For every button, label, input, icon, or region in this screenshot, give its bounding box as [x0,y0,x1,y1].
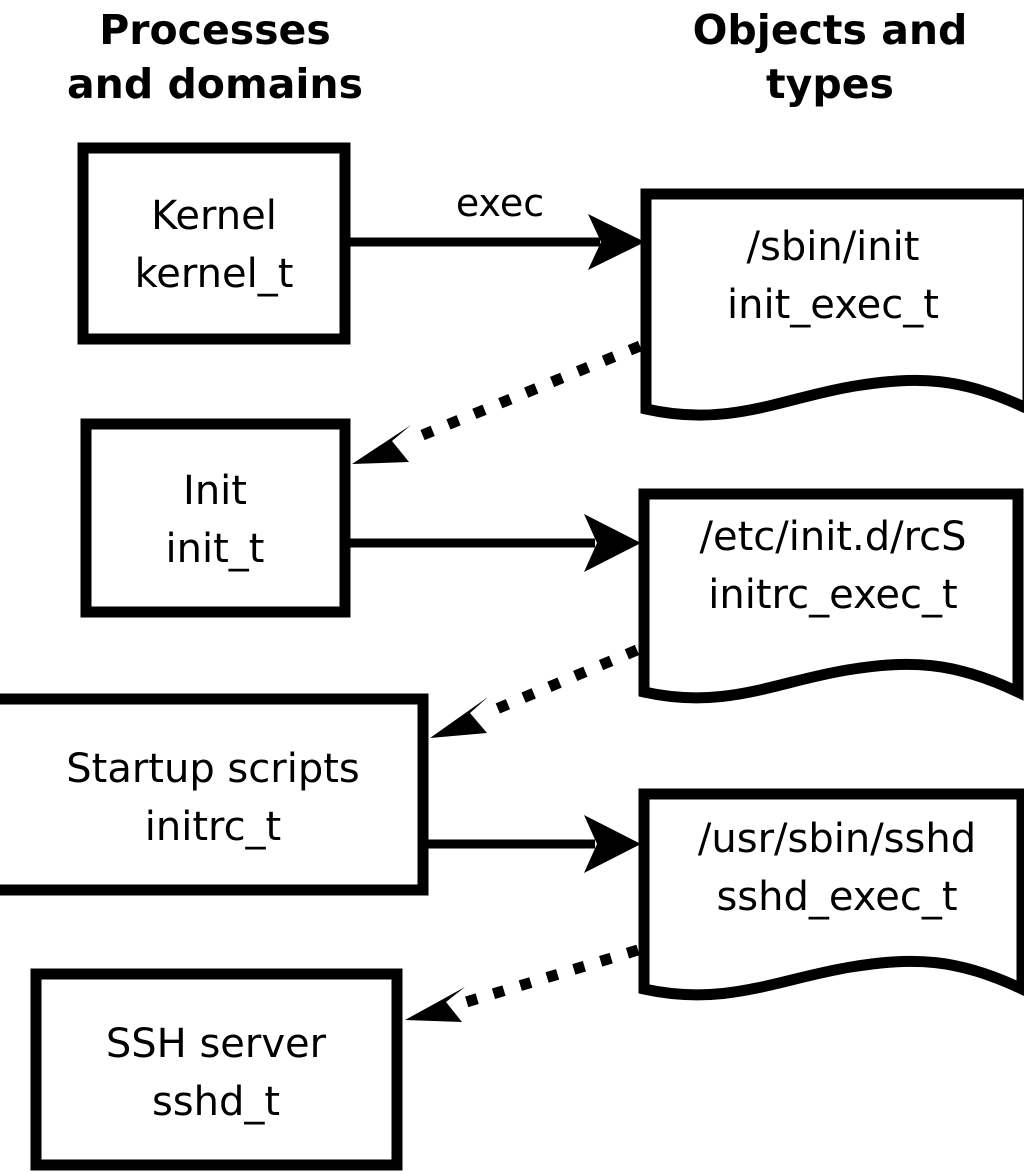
edge-line [405,340,643,447]
edge-sshd_exec-transition-sshd [405,944,640,1022]
object-node-initrc_exec-line1: /etc/init.d/rcS [699,514,966,560]
arrow-head-icon [584,815,641,873]
edge-initrc-exec-sshd_exec [424,815,641,873]
process-node-init[interactable]: Init init_t [80,418,351,618]
column-header-processes-line1: Processes [99,6,331,54]
process-node-kernel-box[interactable] [77,142,351,345]
process-node-kernel[interactable]: Kernel kernel_t [77,142,351,345]
object-node-initrc_exec[interactable]: /etc/init.d/rcS initrc_exec_t [638,488,1024,704]
edge-init_exec-transition-init [352,340,643,464]
process-node-initrc-line1: Startup scripts [66,746,359,792]
process-node-initrc[interactable]: Startup scripts initrc_t [0,693,429,896]
process-node-sshd-line2: sshd_t [152,1079,280,1125]
column-header-objects-line2: types [766,60,894,108]
object-node-init_exec-line2: init_exec_t [727,282,939,328]
process-node-init-line1: Init [183,468,247,514]
edge-line [484,644,640,719]
edge-label-exec: exec [456,181,544,225]
object-node-initrc_exec-line2: initrc_exec_t [708,572,957,618]
process-node-kernel-line1: Kernel [151,193,277,239]
object-node-sshd_exec-line2: sshd_exec_t [716,874,957,920]
process-node-kernel-line2: kernel_t [135,251,294,297]
column-header-processes: Processes and domains [67,6,363,108]
process-node-init-box[interactable] [80,418,351,618]
arrow-head-icon [584,514,641,572]
column-header-objects: Objects and types [693,6,968,108]
arrow-head-icon [352,425,411,464]
object-node-initrc_exec-document-shape[interactable] [638,488,1024,704]
process-node-init-line2: init_t [166,526,265,572]
edge-initrc_exec-transition-initrc [430,644,640,738]
object-node-init_exec-document-shape[interactable] [640,188,1024,421]
arrow-head-icon [588,214,645,270]
column-header-objects-line1: Objects and [693,6,968,54]
object-node-init_exec[interactable]: /sbin/init init_exec_t [640,188,1024,421]
edge-kernel-exec-init_exec: exec [345,181,645,270]
object-node-init_exec-line1: /sbin/init [747,224,920,270]
edge-init-exec-initrc_exec [345,514,641,572]
process-node-initrc-box[interactable] [0,693,429,896]
object-node-sshd_exec-document-shape[interactable] [638,788,1024,1001]
edge-line [461,944,640,1009]
process-node-sshd-line1: SSH server [106,1021,327,1067]
object-node-sshd_exec-line1: /usr/sbin/sshd [698,816,976,862]
object-node-sshd_exec[interactable]: /usr/sbin/sshd sshd_exec_t [638,788,1024,1001]
process-node-sshd[interactable]: SSH server sshd_t [30,968,403,1171]
arrow-head-icon [405,987,465,1022]
column-header-processes-line2: and domains [67,60,363,108]
process-node-sshd-box[interactable] [30,968,403,1171]
process-node-initrc-line2: initrc_t [145,804,282,850]
arrow-head-icon [430,697,488,738]
